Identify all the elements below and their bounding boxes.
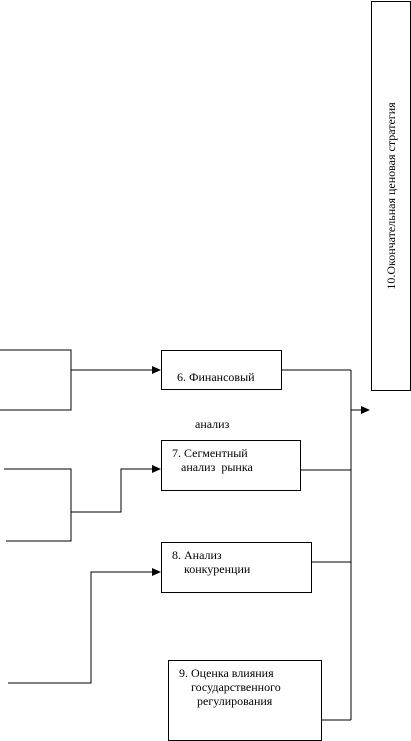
input-bracket-2: [4, 468, 72, 542]
financial-analysis-line1: 6. Финансовый: [177, 370, 255, 384]
segment-analysis-box: 7. Сегментный анализ рынка: [161, 440, 301, 491]
arrow-to-segment-analysis: [71, 465, 161, 513]
government-regulation-label: 9. Оценка влияния государственного регул…: [179, 666, 281, 708]
segment-analysis-label: 7. Сегментный анализ рынка: [172, 446, 253, 474]
competition-analysis-box: 8. Анализ конкуренции: [161, 542, 312, 593]
financial-analysis-box: [161, 350, 282, 390]
input-bracket-1: [0, 349, 72, 411]
competition-analysis-label: 8. Анализ конкуренции: [172, 548, 251, 576]
government-regulation-box: 9. Оценка влияния государственного регул…: [168, 660, 322, 741]
final-pricing-strategy-box: 10.Окончательная ценовая стратегия: [371, 1, 411, 391]
arrow-to-competition-analysis: [8, 568, 161, 684]
financial-analysis-line2: анализ: [195, 417, 230, 431]
final-pricing-strategy-label: 10.Окончательная ценовая стратегия: [384, 102, 398, 290]
financial-analysis-label: 6. Финансовый анализ: [171, 356, 255, 445]
